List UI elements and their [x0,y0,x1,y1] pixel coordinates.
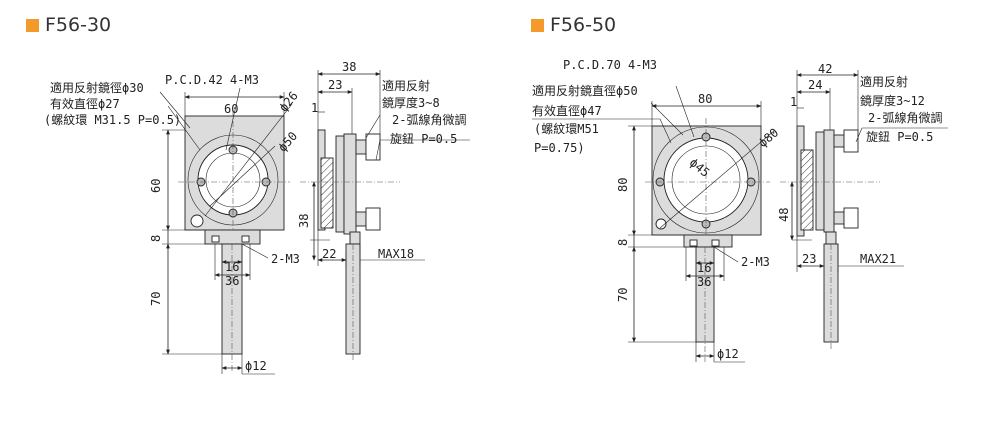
f56-50-front-view [532,85,776,363]
ring-label-2: P=0.75) [534,141,585,155]
side-38-label: 38 [342,60,356,74]
base-height-label: 8 [149,235,163,242]
tap-label: 2-M3 [741,255,770,269]
side-42-label: 42 [818,62,832,76]
mirror-dia-label: 適用反射鏡直徑ϕ50 [532,83,638,98]
post-dia-label: ϕ12 [717,347,739,361]
adjust-label-2: 旋鈕 P=0.5 [866,130,933,144]
model-title-f56-30: F56-30 [26,14,111,36]
adjust-hole [655,218,667,230]
adjust-knob [843,207,859,229]
f56-30-side-view [300,70,470,360]
side-1-label: 1 [790,95,797,109]
tap-label: 2-M3 [271,252,300,266]
model-title-text: F56-30 [45,14,112,36]
ring-label-1: (螺紋環M51 [534,122,599,136]
side-24-label: 24 [808,78,822,92]
dim-36-label: 36 [697,275,711,289]
side-23-label: 23 [802,252,816,266]
post-length-label: 70 [149,292,163,306]
eff-dia-label: 有效直徑ϕ47 [532,103,602,118]
pcd-label: P.C.D.42 4-M3 [165,73,259,87]
max-label: MAX18 [378,247,414,261]
f56-30-front-view [159,87,293,375]
pcd-label: P.C.D.70 4-M3 [563,58,657,72]
base-height-label: 8 [616,239,630,246]
max-label: MAX21 [860,252,896,266]
width-label: 60 [224,102,238,116]
height-label: 80 [616,178,630,192]
width-label: 80 [698,92,712,106]
post-dia-label: ϕ12 [245,359,267,373]
thickness-label-1: 適用反射 [860,74,908,89]
adjust-hole [190,214,204,228]
orange-square-icon [531,18,544,32]
thickness-label-2: 鏡厚度3~8 [382,95,440,110]
thickness-label-2: 鏡厚度3~12 [860,93,925,108]
orange-square-icon [26,18,39,32]
post-length-label: 70 [616,288,630,302]
side-48h-label: 48 [777,208,791,222]
model-title-f56-50: F56-50 [531,14,616,36]
adjust-knob [843,129,859,153]
eff-dia-label: 有效直徑ϕ27 [50,96,120,111]
side-22-label: 22 [322,247,336,261]
model-title-text: F56-50 [550,14,617,36]
adjust-label-2: 旋鈕 P=0.5 [390,132,457,146]
side-23-label: 23 [328,78,342,92]
height-label: 60 [149,179,163,193]
dim-36-label: 36 [225,274,239,288]
dim-16-label: 16 [225,260,239,274]
adjust-knob [365,133,381,161]
ring-label: (螺紋環 M31.5 P=0.5) [44,113,181,127]
dia-a-label: ϕ26 [276,89,301,115]
thickness-label-1: 適用反射 [382,78,430,93]
mirror-dia-label: 適用反射鏡徑ϕ30 [50,80,144,95]
side-1-label: 1 [311,101,318,115]
side-38h-label: 38 [297,214,311,228]
adjust-label-1: 2-弧線角微調 [868,110,942,125]
f56-50-side-view [780,70,948,350]
adjust-label-1: 2-弧線角微調 [392,112,466,127]
adjust-knob [365,207,381,231]
dim-16-label: 16 [697,261,711,275]
